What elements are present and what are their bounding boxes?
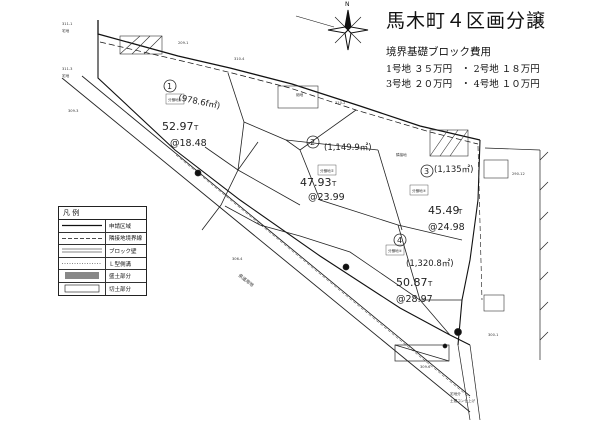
- cost-separator: ・: [461, 79, 471, 90]
- east-boundary: [484, 147, 549, 360]
- road-band: [61, 75, 471, 413]
- parcel-label: 宅地分: [450, 391, 461, 396]
- map-legend: 凡 例 申請区域 隣接地境界線 ブロック壁 Ｌ型側溝: [58, 206, 147, 296]
- cost-lot-label: 3号地: [386, 79, 412, 90]
- legend-row: 切土部分: [59, 282, 146, 295]
- lot-unit: T: [331, 180, 337, 188]
- parcel-label: 宅地: [62, 28, 70, 33]
- lot-unit: T: [427, 280, 433, 288]
- parcel-label: 309-6: [420, 365, 431, 369]
- lot-tsubo: (978.6f㎡): [177, 93, 221, 112]
- cost-amount: １０万円: [501, 79, 540, 90]
- lot-tag-2: 分譲地②: [320, 168, 334, 173]
- lot-area: 45.49: [428, 204, 460, 217]
- legend-row: 隣接地境界線: [59, 232, 146, 246]
- lot-divisions: [201, 72, 463, 336]
- lot-area: 50.87: [396, 276, 428, 289]
- legend-label: ブロック壁: [109, 248, 137, 255]
- parcel-label: 306-4: [232, 257, 243, 261]
- parcel-label: 209-1: [178, 41, 188, 45]
- parcel-label: 宅地: [62, 73, 70, 78]
- lot-tag-3: 分譲地③: [412, 188, 426, 193]
- cost-lot-label: 2号地: [473, 64, 499, 75]
- legend-label: 盛土部分: [109, 274, 132, 281]
- legend-row: 申請区域: [59, 220, 146, 233]
- legend-label: 隣接地境界線: [109, 236, 143, 243]
- legend-row: 盛土部分: [59, 270, 146, 283]
- lot-2-annotation: 2 (1,149.9㎡) 47.93 T @23.99: [300, 135, 372, 203]
- lot-number: 1: [167, 82, 172, 91]
- legend-symbol-fill: [59, 270, 106, 282]
- lot-tags: [165, 93, 429, 256]
- parcel-label: 309-3: [68, 109, 78, 113]
- cost-separator: ・: [461, 64, 471, 75]
- lot-number: 3: [424, 167, 429, 176]
- legend-symbol-cut: [59, 282, 106, 295]
- lot-number: 4: [397, 236, 402, 245]
- lot-price: @23.99: [308, 192, 345, 203]
- page-title: 馬木町４区画分譲: [386, 10, 547, 32]
- cost-lot-label: 1号地: [386, 64, 412, 75]
- cost-amount: ２０万円: [414, 79, 453, 90]
- south-details: [194, 169, 481, 421]
- parcel-label: 290-12: [512, 172, 525, 176]
- lot-tsubo: (1,149.9㎡): [324, 143, 372, 153]
- lot-area: 47.93: [300, 176, 332, 189]
- legend-symbol-application-area: [59, 220, 106, 232]
- legend-symbol-block-wall: [59, 245, 106, 257]
- parcel-label: 310-2: [335, 101, 345, 105]
- cost-row-1: 1号地 ３５万円 ・ 2号地 １８万円: [386, 61, 546, 75]
- lot-number: 2: [310, 138, 315, 147]
- lot-tsubo: (1,135㎡): [434, 165, 473, 175]
- cost-amount: ３５万円: [414, 64, 453, 75]
- legend-label: Ｌ型側溝: [109, 261, 132, 268]
- parcel-label: 隣接地: [396, 152, 407, 157]
- lot-4-annotation: 4 (1,320.8㎡) 50.87 T @28.97: [393, 233, 454, 305]
- lot-price: @18.48: [170, 138, 207, 149]
- legend-symbol-gutter: [59, 257, 106, 270]
- lot-area: 52.97: [162, 120, 194, 133]
- lot-unit: T: [457, 208, 463, 216]
- cost-heading: 境界基礎ブロック費用: [386, 46, 491, 58]
- lot-unit: T: [193, 124, 199, 132]
- road-label: 県道用地: [237, 272, 256, 289]
- north-label: N: [345, 1, 350, 8]
- north-arrow-icon: [295, 9, 369, 51]
- legend-symbol-neighbor-line: [59, 232, 106, 245]
- legend-label: 切土部分: [109, 286, 132, 293]
- parcel-label: 310-4: [234, 57, 245, 61]
- lot-tag-1: 分譲地①: [168, 97, 182, 102]
- cost-lot-label: 4号地: [473, 79, 499, 90]
- parcel-label: 300-1: [488, 333, 498, 337]
- lot-3-annotation: 3 (1,135㎡) 45.49 T @24.98: [420, 164, 473, 233]
- parcel-label: 311-1: [62, 22, 72, 26]
- legend-row: ブロック壁: [59, 245, 146, 258]
- parcel-label: 畑地: [296, 92, 304, 97]
- legend-row: Ｌ型側溝: [59, 257, 146, 271]
- lot-price: @24.98: [428, 222, 465, 233]
- lot-tsubo: (1,320.8㎡): [406, 259, 454, 269]
- neighbor-blocks: [119, 35, 509, 312]
- lot-1-annotation: 1 (978.6f㎡) 52.97 T @18.48: [162, 79, 221, 149]
- cost-amount: １８万円: [501, 64, 540, 75]
- lot-price: @28.97: [396, 294, 433, 305]
- lot-tag-4: 分譲地④: [388, 248, 402, 253]
- cost-row-2: 3号地 ２０万円 ・ 4号地 １０万円: [386, 76, 546, 90]
- legend-label: 申請区域: [109, 223, 132, 230]
- parcel-label: 311-3: [62, 67, 72, 71]
- parcel-label: 土間コン仕上げ: [450, 398, 476, 403]
- legend-title: 凡 例: [59, 207, 146, 220]
